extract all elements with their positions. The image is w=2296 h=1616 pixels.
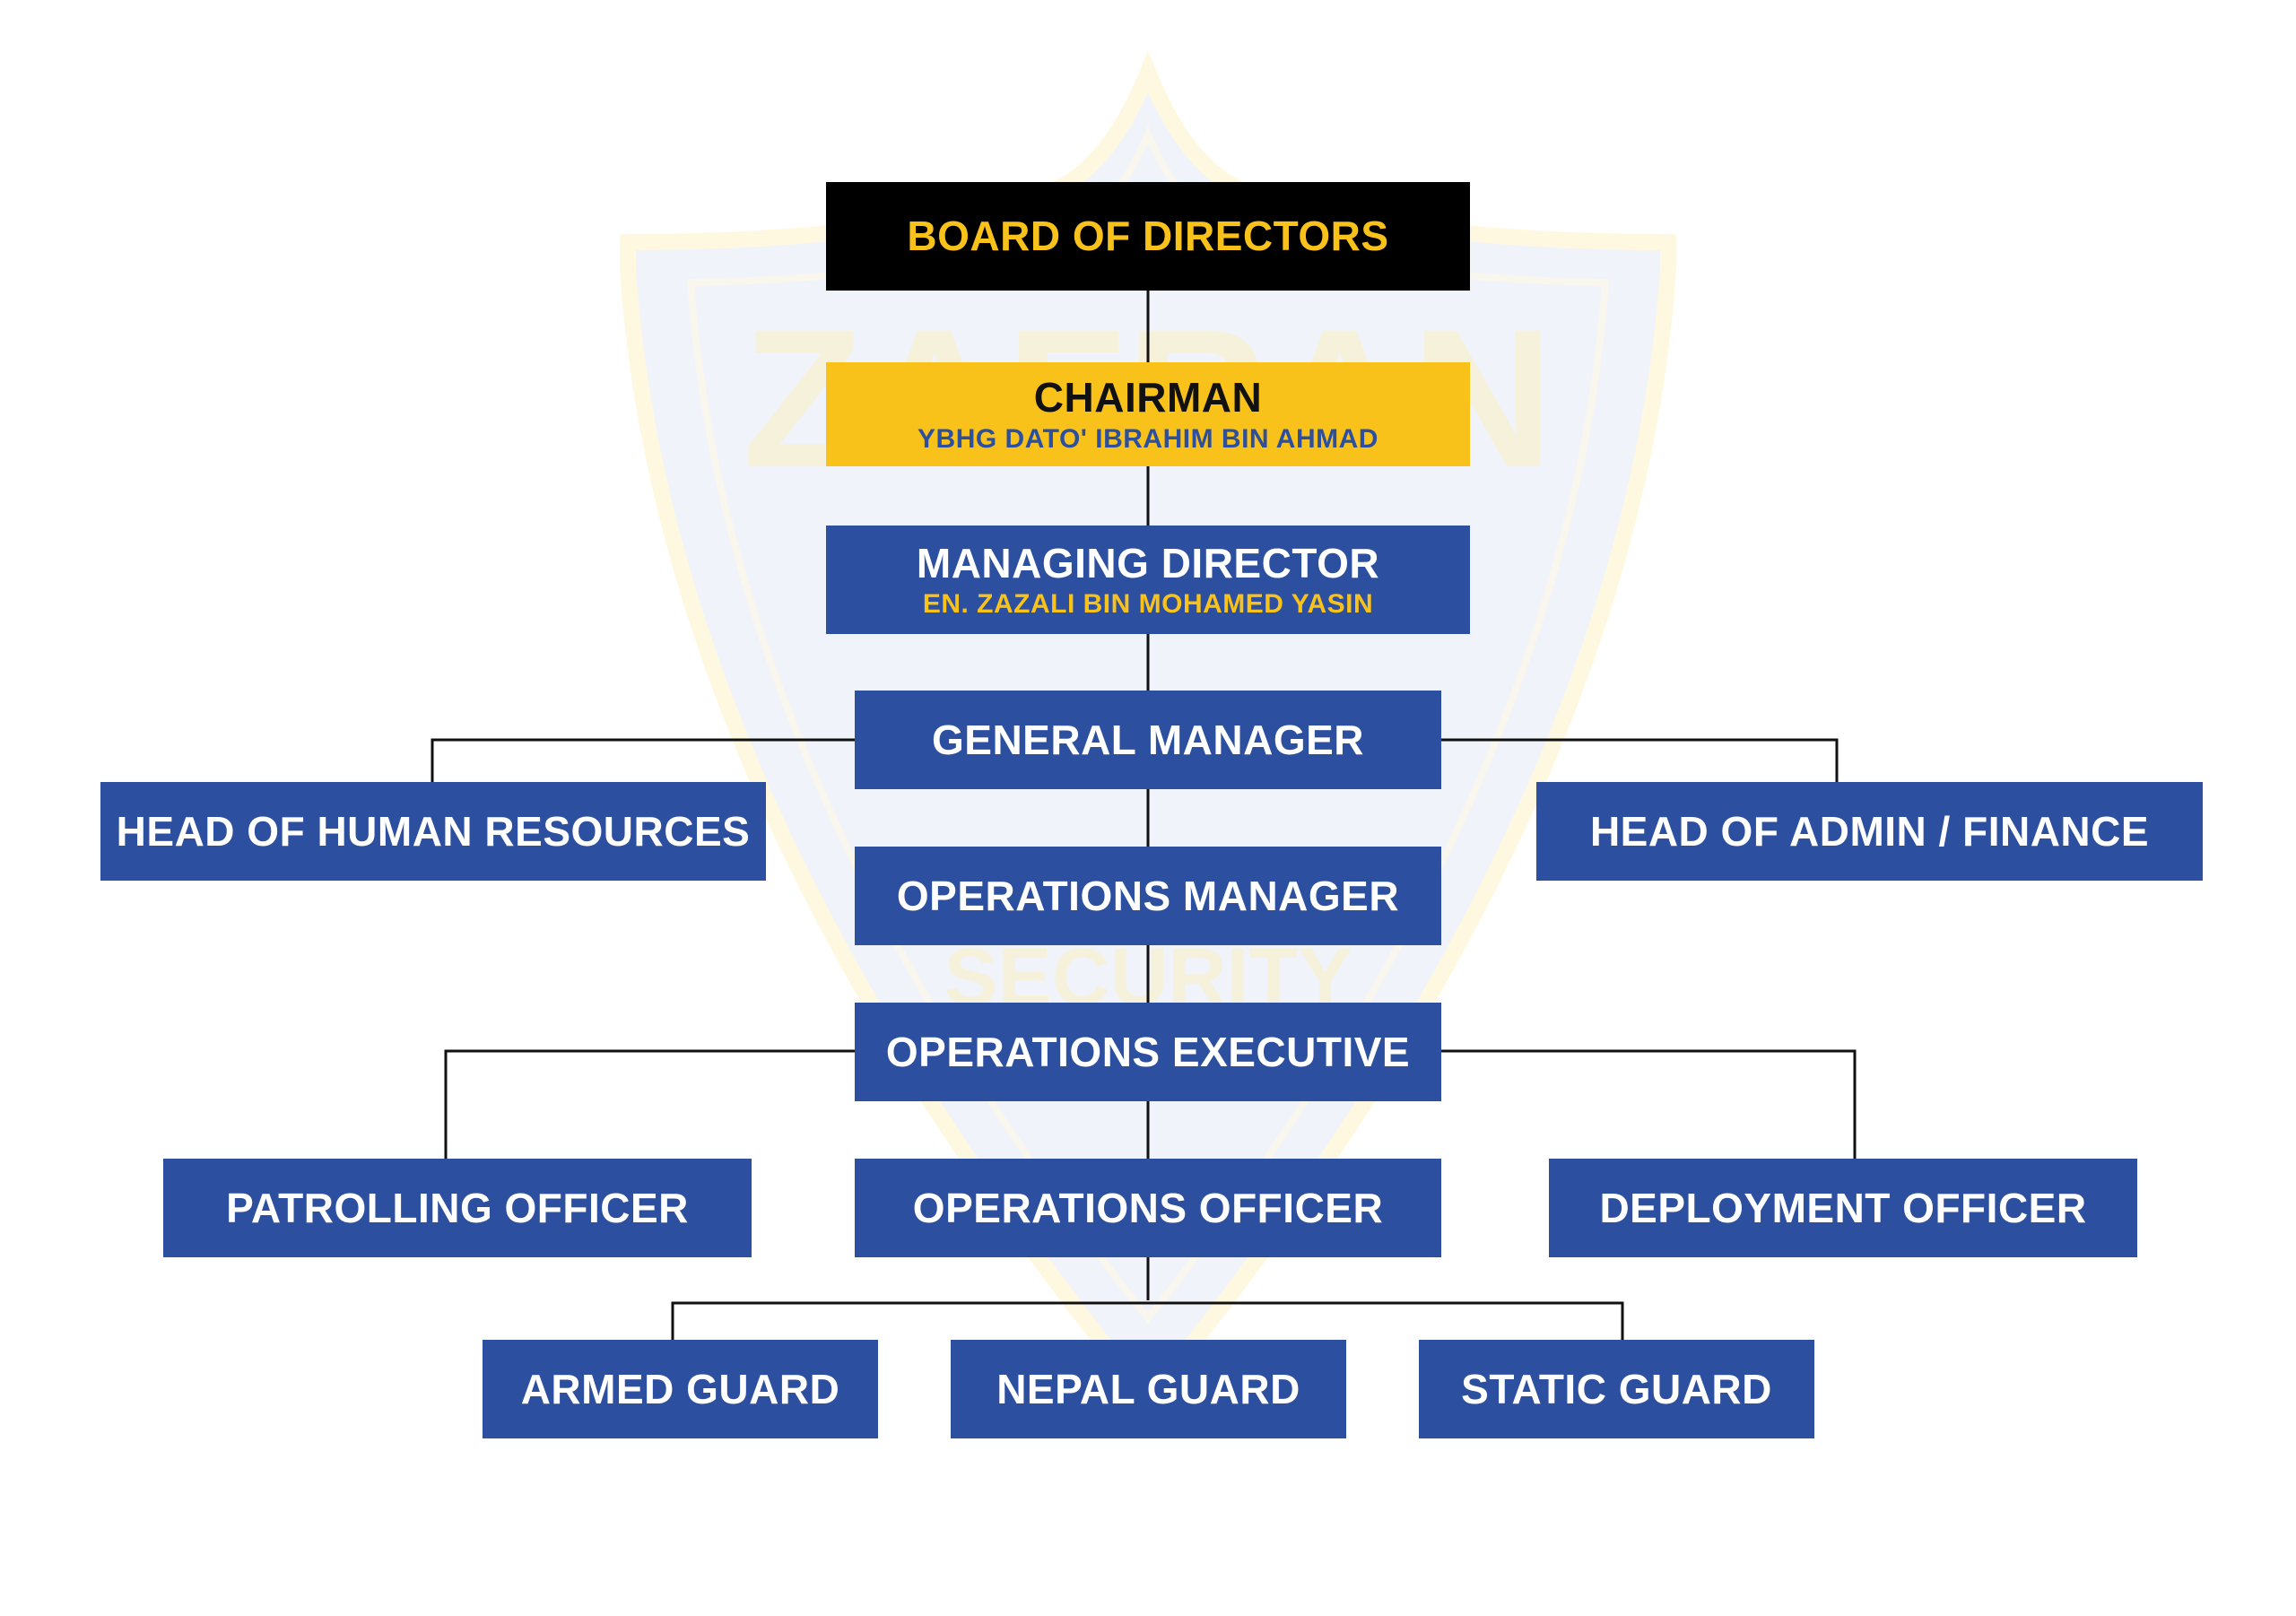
operations-officer-title: OPERATIONS OFFICER — [912, 1184, 1384, 1231]
head-hr-title: HEAD OF HUMAN RESOURCES — [116, 807, 751, 855]
operations-executive-box: OPERATIONS EXECUTIVE — [855, 1003, 1441, 1101]
general-manager-box: GENERAL MANAGER — [855, 691, 1441, 789]
deployment-officer-box: DEPLOYMENT OFFICER — [1549, 1159, 2137, 1257]
static-guard-title: STATIC GUARD — [1461, 1365, 1772, 1412]
operations-officer-box: OPERATIONS OFFICER — [855, 1159, 1441, 1257]
patrolling-officer-box: PATROLLING OFFICER — [163, 1159, 752, 1257]
operations-manager-box: OPERATIONS MANAGER — [855, 847, 1441, 945]
armed-guard-box: ARMED GUARD — [483, 1340, 878, 1438]
managing-director-name: EN. ZAZALI BIN MOHAMED YASIN — [922, 589, 1374, 620]
board-of-directors-box: BOARD OF DIRECTORS — [826, 182, 1470, 291]
nepal-guard-box: NEPAL GUARD — [951, 1340, 1346, 1438]
static-guard-box: STATIC GUARD — [1419, 1340, 1814, 1438]
nepal-guard-title: NEPAL GUARD — [996, 1365, 1300, 1412]
board-title: BOARD OF DIRECTORS — [907, 213, 1389, 260]
deployment-officer-title: DEPLOYMENT OFFICER — [1599, 1184, 2087, 1231]
connector-lines — [430, 289, 1857, 1341]
operations-executive-title: OPERATIONS EXECUTIVE — [885, 1028, 1411, 1075]
head-admin-box: HEAD OF ADMIN / FINANCE — [1536, 782, 2203, 881]
general-manager-title: GENERAL MANAGER — [931, 716, 1364, 763]
chairman-title: CHAIRMAN — [1033, 374, 1263, 421]
managing-director-title: MANAGING DIRECTOR — [916, 539, 1380, 586]
managing-director-box: MANAGING DIRECTOR EN. ZAZALI BIN MOHAMED… — [826, 526, 1470, 634]
patrolling-officer-title: PATROLLING OFFICER — [226, 1184, 689, 1231]
head-admin-title: HEAD OF ADMIN / FINANCE — [1589, 807, 2150, 855]
chairman-box: CHAIRMAN YBHG DATO' IBRAHIM BIN AHMAD — [826, 362, 1470, 466]
operations-manager-title: OPERATIONS MANAGER — [896, 872, 1400, 919]
chairman-name: YBHG DATO' IBRAHIM BIN AHMAD — [918, 423, 1378, 454]
head-hr-box: HEAD OF HUMAN RESOURCES — [100, 782, 766, 881]
armed-guard-title: ARMED GUARD — [520, 1365, 840, 1412]
